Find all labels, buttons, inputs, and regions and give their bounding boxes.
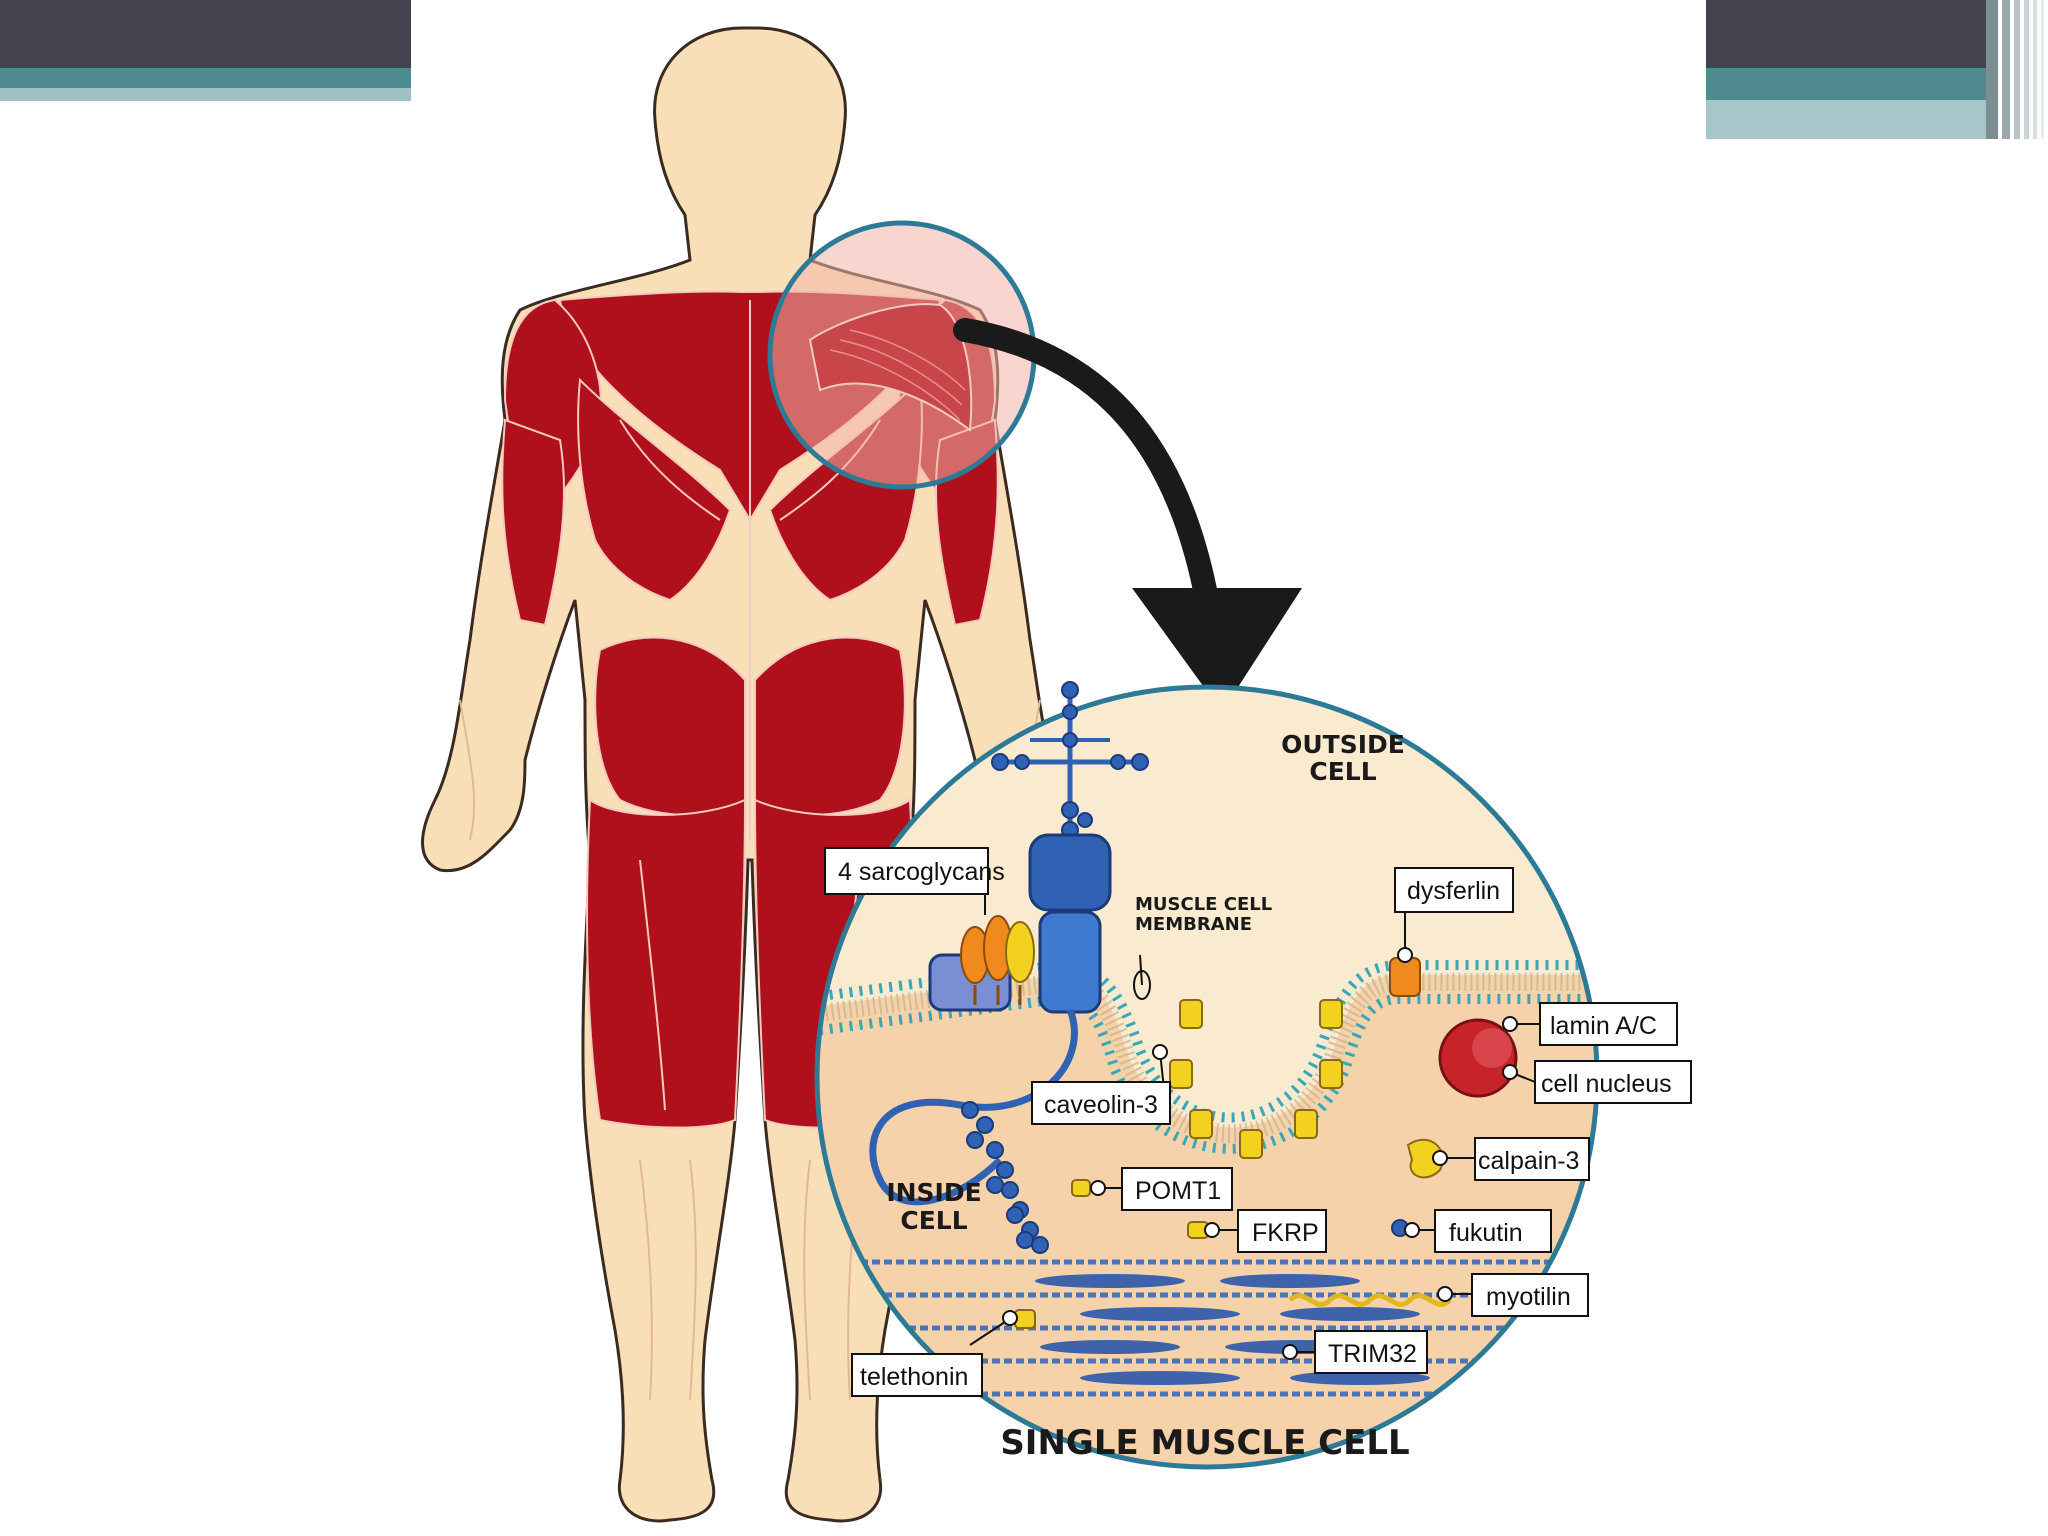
pomt1-protein xyxy=(1071,1179,1091,1197)
label-box-fkrp xyxy=(1237,1209,1327,1253)
label-box-sarcoglycans xyxy=(824,847,989,895)
label-fkrp: FKRP xyxy=(1252,1219,1319,1247)
outside-cell-line2: CELL xyxy=(1309,757,1376,786)
left-upper-arm xyxy=(501,418,566,627)
inside-cell-line2: CELL xyxy=(900,1206,967,1235)
label-caveolin: caveolin-3 xyxy=(1044,1091,1158,1119)
left-latissimus xyxy=(577,377,732,602)
label-box-nucleus xyxy=(1534,1060,1692,1104)
label-sarcoglycans: 4 sarcoglycans xyxy=(838,858,1005,886)
label-calpain: calpain-3 xyxy=(1478,1147,1579,1175)
membrane-label-line1: MUSCLE CELL xyxy=(1135,894,1272,915)
outside-cell-line1: OUTSIDE xyxy=(1281,730,1405,759)
label-box-fukutin xyxy=(1434,1209,1552,1253)
inside-cell-line1: INSIDE xyxy=(886,1178,981,1207)
sarcoglycans xyxy=(960,915,1035,1005)
myotilin-protein xyxy=(1288,1293,1452,1307)
label-dysferlin: dysferlin xyxy=(1407,877,1500,905)
diagram-caption: SINGLE MUSCLE CELL xyxy=(1000,1423,1409,1463)
label-box-pomt1 xyxy=(1121,1167,1233,1211)
label-fukutin: fukutin xyxy=(1449,1219,1523,1247)
label-lamin: lamin A/C xyxy=(1550,1012,1657,1040)
left-gluteus xyxy=(594,636,746,816)
label-nucleus: cell nucleus xyxy=(1541,1070,1672,1098)
label-pomt1: POMT1 xyxy=(1135,1177,1221,1205)
membrane-label-line2: MEMBRANE xyxy=(1135,914,1252,935)
left-thigh xyxy=(586,798,747,1129)
label-box-dysferlin xyxy=(1394,867,1514,913)
label-box-telethonin xyxy=(851,1353,983,1397)
label-myotilin: myotilin xyxy=(1486,1283,1571,1311)
label-trim32: TRIM32 xyxy=(1328,1340,1417,1368)
dysferlin-protein xyxy=(1389,957,1421,997)
zoom-arrow xyxy=(953,318,1302,712)
label-telethonin: telethonin xyxy=(860,1363,968,1391)
caveolin-units xyxy=(1169,999,1343,1159)
label-box-calpain xyxy=(1474,1137,1590,1181)
muscle-cell-circle: 4 sarcoglycans dysferlin lamin A/C cell … xyxy=(814,681,1692,1470)
label-box-lamin xyxy=(1539,1002,1678,1046)
slide-decoration-right xyxy=(1706,0,2044,139)
calpain-protein xyxy=(1406,1138,1444,1179)
magnifier-lens xyxy=(767,220,1037,490)
right-gluteus xyxy=(754,636,906,816)
telethonin-protein xyxy=(1014,1309,1036,1329)
label-box-myotilin xyxy=(1471,1273,1589,1317)
slide-decoration-left xyxy=(0,0,411,101)
label-box-trim32 xyxy=(1314,1330,1428,1374)
label-box-caveolin xyxy=(1031,1081,1171,1125)
